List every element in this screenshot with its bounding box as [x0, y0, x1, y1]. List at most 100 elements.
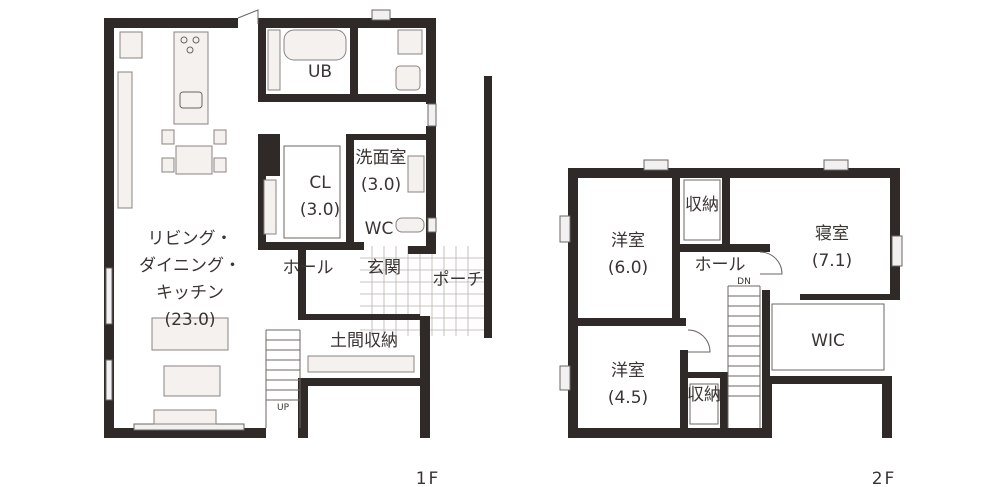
room-area-yoshitsu-2: (4.5)	[608, 388, 648, 408]
wall	[890, 168, 900, 300]
closet-shelf	[283, 145, 341, 239]
room-area-ldk: (23.0)	[164, 310, 215, 330]
storage-shelf	[689, 383, 719, 425]
window	[559, 215, 571, 243]
storage-shelf	[683, 179, 721, 241]
room-label-hall-1f: ホール	[283, 258, 334, 278]
wall	[426, 18, 436, 104]
stair-up-label: UP	[277, 403, 290, 413]
wall	[800, 294, 890, 300]
staircase-1f	[265, 329, 301, 428]
door-swing	[687, 329, 711, 353]
wall	[720, 372, 728, 428]
dining-table	[175, 145, 213, 175]
wall	[298, 382, 308, 438]
wall	[298, 378, 428, 386]
room-area-yoshitsu-1: (6.0)	[608, 258, 648, 278]
wall	[258, 176, 266, 246]
staircase-2f	[727, 285, 761, 428]
floor-title-2f: 2F	[872, 469, 897, 487]
room-label-ldk: ダイニング・	[139, 256, 241, 276]
chair-icon	[213, 157, 227, 173]
window	[559, 365, 571, 391]
floor-title-1f: 1F	[416, 469, 441, 487]
toilet-icon	[395, 217, 425, 233]
wall	[258, 94, 436, 102]
room-label-cl: CL	[309, 173, 331, 193]
room-label-shuno-1: 収納	[685, 195, 719, 215]
kitchen-counter	[173, 31, 209, 125]
window	[823, 159, 849, 171]
wall	[298, 248, 306, 314]
room-label-wc: WC	[365, 219, 394, 239]
shelf-icon	[263, 179, 277, 235]
wall	[568, 168, 578, 432]
room-label-porch: ポーチ	[433, 270, 484, 290]
wall	[258, 242, 364, 250]
wall	[408, 246, 436, 254]
wall	[258, 134, 280, 176]
wall	[762, 290, 770, 378]
wall	[568, 428, 772, 438]
stove-icon	[186, 46, 194, 54]
wall	[578, 318, 686, 326]
wall	[346, 134, 426, 140]
coffee-table	[163, 365, 221, 397]
stove-icon	[180, 36, 188, 44]
room-label-shinshitsu: 寝室	[815, 223, 849, 244]
stair-down-label: DN	[737, 277, 751, 287]
floor-1-plan: UB 洗面室 (3.0) CL (3.0) WC リビング・ ダイニング・ キッ…	[104, 9, 492, 487]
room-label-ldk: リビング・	[148, 229, 233, 249]
tv-board	[153, 409, 217, 425]
wall	[258, 18, 266, 100]
window	[105, 359, 113, 401]
sofa	[151, 317, 229, 351]
wall	[346, 136, 354, 246]
chair-icon	[161, 129, 175, 145]
chair-icon	[213, 129, 227, 145]
stove-icon	[192, 36, 200, 44]
cupboard	[117, 71, 133, 209]
room-label-yoshitsu-2: 洋室	[611, 361, 645, 381]
wall	[568, 168, 900, 178]
room-area-shinshitsu: (7.1)	[812, 251, 852, 271]
wall	[298, 314, 420, 320]
window	[643, 159, 669, 171]
wall	[350, 28, 358, 94]
chair-icon	[161, 157, 175, 173]
window	[105, 267, 113, 325]
wall	[762, 376, 890, 384]
window	[427, 217, 437, 233]
door-swing	[237, 9, 259, 24]
wall	[104, 428, 266, 438]
wall	[672, 178, 680, 320]
room-area-cl: (3.0)	[300, 200, 340, 220]
room-label-ub: UB	[308, 62, 332, 82]
wall	[104, 18, 238, 28]
wic-shelf	[771, 303, 885, 371]
room-label-senmen: 洗面室	[356, 148, 407, 168]
doma-shelf	[307, 355, 415, 373]
washing-machine-icon	[395, 65, 421, 91]
bathtub-icon	[283, 29, 347, 61]
wall	[722, 178, 730, 248]
wall	[680, 244, 770, 252]
room-area-senmen: (3.0)	[361, 175, 401, 195]
wall	[680, 350, 688, 428]
window	[371, 9, 391, 21]
chair-icon	[119, 31, 143, 59]
wall	[762, 376, 772, 438]
shower-wall	[267, 29, 281, 91]
wall	[258, 18, 436, 28]
window	[891, 235, 903, 267]
porch-wall	[484, 76, 492, 338]
sink-icon	[179, 91, 203, 109]
wall	[882, 376, 892, 438]
room-label-doma: 土間収納	[330, 331, 398, 351]
door-swing	[759, 251, 783, 275]
washbasin-icon	[397, 29, 423, 55]
wall	[426, 126, 436, 246]
floor-2-plan: 洋室 (6.0) 収納 寝室 (7.1) ホール DN WIC 洋室 (4.5)…	[559, 159, 903, 487]
window	[427, 103, 437, 127]
